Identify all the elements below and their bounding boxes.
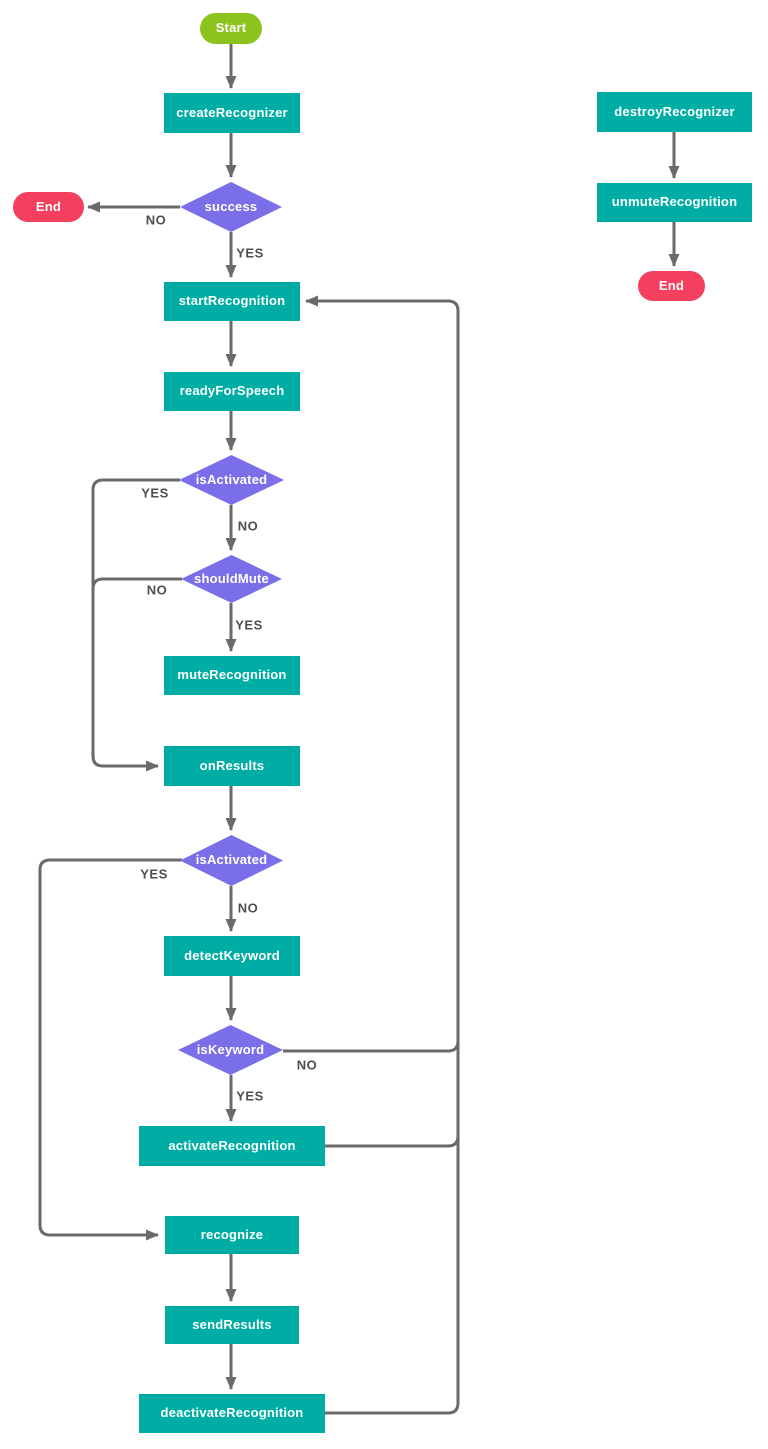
- edge-isActivated2-yes-recognize: [38, 858, 182, 1241]
- process-mute-recognition: muteRecognition: [164, 656, 300, 695]
- edge-activateRecognition-merge: [325, 1135, 460, 1148]
- process-unmute-recognition: unmuteRecognition: [597, 183, 752, 222]
- edge-label-is-keyword-no: NO: [296, 1057, 318, 1073]
- edge-label-should-mute-yes: YES: [235, 617, 263, 633]
- terminator-start: Start: [200, 13, 262, 44]
- process-detect-keyword: detectKeyword: [164, 936, 300, 976]
- edge-deactivateRecognition-startRecognition: [305, 295, 460, 1415]
- edge-shouldMute-no-merge: [91, 577, 182, 620]
- process-start-recognition: startRecognition: [164, 282, 300, 321]
- process-create-recognizer: createRecognizer: [164, 93, 300, 133]
- edge-label-is-activated-2-yes: YES: [140, 866, 168, 882]
- edge-label-is-activated-2-no: NO: [237, 900, 259, 916]
- edge-label-is-keyword-yes: YES: [236, 1088, 264, 1104]
- process-activate-recognition: activateRecognition: [139, 1126, 325, 1166]
- process-destroy-recognizer: destroyRecognizer: [597, 92, 752, 132]
- edge-label-success-no: NO: [145, 212, 167, 228]
- edge-label-success-yes: YES: [236, 245, 264, 261]
- terminator-end-right: End: [638, 271, 705, 301]
- edge-label-is-activated-1-no: NO: [237, 518, 259, 534]
- process-send-results: sendResults: [165, 1306, 299, 1344]
- terminator-end-left: End: [13, 192, 84, 222]
- edge-label-is-activated-1-yes: YES: [141, 485, 169, 501]
- edge-isActivated1-yes-onResults: [91, 478, 180, 772]
- process-on-results: onResults: [164, 746, 300, 786]
- edge-isKeyword-no-merge: [283, 1040, 460, 1053]
- edge-label-should-mute-no: NO: [146, 582, 168, 598]
- process-ready-for-speech: readyForSpeech: [164, 372, 300, 411]
- process-recognize: recognize: [165, 1216, 299, 1254]
- process-deactivate-recognition: deactivateRecognition: [139, 1394, 325, 1433]
